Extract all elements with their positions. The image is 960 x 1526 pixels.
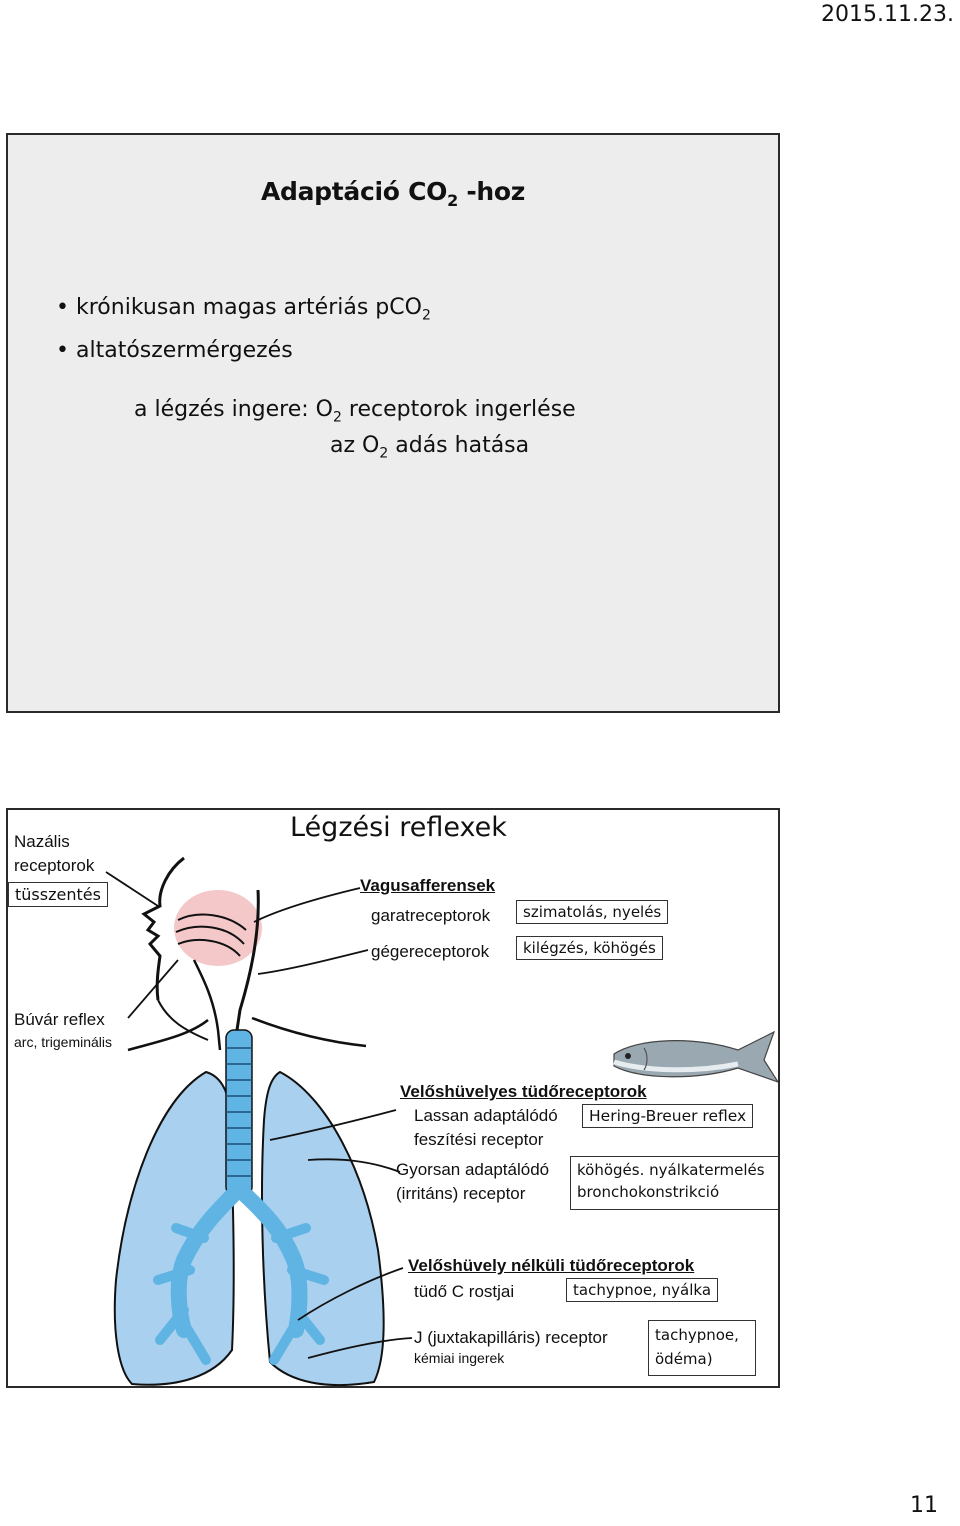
nasal-receptor-label: receptorok (14, 856, 95, 875)
slide1-bullet-list: krónikusan magas artériás pCO2 altatósze… (56, 290, 431, 369)
myelinated-heading: Velőshüvelyes tüdőreceptorok (400, 1082, 647, 1101)
slide-respiratory-reflexes: Légzési reflexek Nazális receptorok tüss… (6, 808, 780, 1388)
diver-reflex-detail: arc, trigeminális (14, 1034, 113, 1050)
bronchial-tree (153, 1182, 329, 1365)
bullet-item: krónikusan magas artériás pCO2 (56, 290, 431, 333)
vagus-heading: Vagusafferensek (360, 876, 496, 895)
unmyelinated-heading: Velőshüvely nélküli tüdőreceptorok (408, 1256, 695, 1275)
slide-adaptation: Adaptáció CO2 -hoz krónikusan magas arté… (6, 133, 780, 713)
page-number: 11 (910, 1493, 938, 1518)
header-date: 2015.11.23. (821, 2, 954, 27)
j-receptor-label: J (juxtakapilláris) receptor (414, 1328, 608, 1347)
sniffing-swallowing-box: szimatolás, nyelés (516, 900, 669, 924)
fish-illustration (613, 1030, 778, 1083)
diver-reflex-label: Búvár reflex (14, 1010, 105, 1029)
nasal-label: Nazális (14, 832, 70, 851)
bullet-item: altatószermérgezés (56, 333, 431, 369)
c-fiber-label: tüdő C rostjai (414, 1282, 515, 1301)
expiration-cough-box: kilégzés, köhögés (516, 936, 663, 960)
respiratory-anatomy-illustration (105, 856, 778, 1386)
irritant-receptor-label: (irritáns) receptor (396, 1184, 526, 1203)
laryngeal-receptor-label: gégereceptorok (371, 942, 490, 961)
chemical-stimuli-label: kémiai ingerek (414, 1350, 505, 1366)
stretch-receptor-label: feszítési receptor (414, 1130, 544, 1149)
slow-adapting-label: Lassan adaptálódó (414, 1106, 558, 1125)
cough-bronchoconstriction-box: köhögés. nyálkatermelés bronchokonstrikc… (570, 1156, 778, 1210)
slide2-title: Légzési reflexek (290, 812, 507, 843)
tachypnea-mucus-box: tachypnoe, nyálka (566, 1278, 719, 1302)
sneeze-box: tüsszentés (8, 882, 108, 907)
slide1-title: Adaptáció CO2 -hoz (260, 177, 526, 210)
oxygen-effect-line: az O2 adás hatása (330, 433, 530, 462)
hering-breuer-box: Hering-Breuer reflex (582, 1104, 754, 1128)
stimulus-line: a légzés ingere: O2 receptorok ingerlése (134, 397, 576, 426)
pharyngeal-receptor-label: garatreceptorok (371, 906, 491, 925)
face-profile-outline (141, 856, 185, 1001)
fast-adapting-label: Gyorsan adaptálódó (396, 1160, 550, 1179)
tachypnea-edema-box: tachypnoe, ödéma) (648, 1320, 756, 1376)
